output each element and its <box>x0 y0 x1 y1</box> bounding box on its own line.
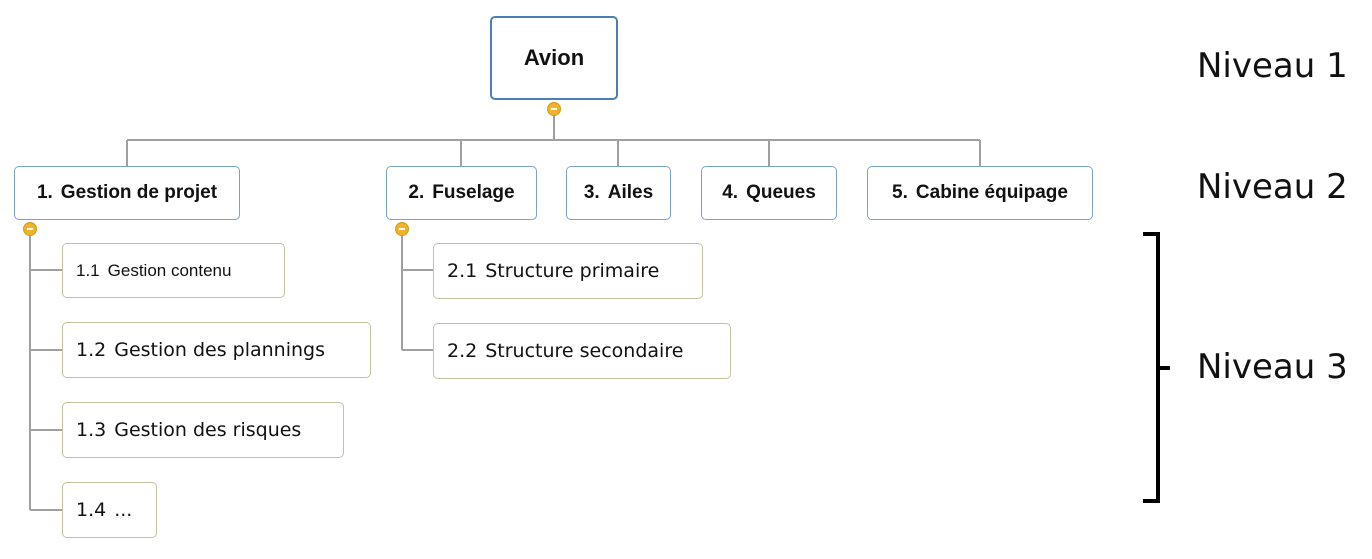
node-fuselage[interactable]: 2. Fuselage <box>386 166 537 220</box>
node-number: 1.2 <box>76 339 107 361</box>
collapse-avion-icon[interactable] <box>547 102 561 116</box>
collapse-fuselage-icon[interactable] <box>395 222 409 236</box>
node-number: 1.4 <box>76 499 107 521</box>
node-number: 2.2 <box>447 340 478 362</box>
connector-gestion-children <box>29 222 62 511</box>
node-gestion-more[interactable]: 1.4 ... <box>62 482 157 538</box>
node-label: Gestion des plannings <box>114 339 325 361</box>
node-number: 1. <box>36 182 53 203</box>
node-label: Gestion des risques <box>114 419 302 441</box>
node-gestion-de-projet[interactable]: 1. Gestion de projet <box>14 166 240 220</box>
node-label: Cabine équipage <box>915 182 1068 203</box>
node-ailes[interactable]: 3. Ailes <box>566 166 671 220</box>
node-gestion-des-risques[interactable]: 1.3 Gestion des risques <box>62 402 344 458</box>
node-structure-secondaire[interactable]: 2.2 Structure secondaire <box>433 323 731 379</box>
node-avion[interactable]: Avion <box>490 16 618 100</box>
node-label: Queues <box>746 182 816 203</box>
niveau-3-brace <box>1143 232 1170 503</box>
node-structure-primaire[interactable]: 2.1 Structure primaire <box>433 243 703 299</box>
node-number: 2. <box>408 182 425 203</box>
level-3-label: Niveau 3 <box>1197 347 1348 387</box>
node-label: Structure primaire <box>485 260 660 282</box>
node-gestion-contenu[interactable]: 1.1 Gestion contenu <box>62 243 285 298</box>
node-number: 3. <box>583 182 600 203</box>
node-label: Ailes <box>607 182 654 203</box>
node-number: 1.3 <box>76 419 107 441</box>
node-label: Gestion contenu <box>107 260 232 280</box>
connector-root-bus <box>126 102 981 166</box>
connector-fuselage-children <box>401 222 433 351</box>
node-label: Gestion de projet <box>60 182 218 203</box>
level-1-label: Niveau 1 <box>1197 46 1348 86</box>
node-number: 5. <box>892 182 908 203</box>
node-avion-label: Avion <box>523 45 585 70</box>
collapse-gestion-icon[interactable] <box>23 222 37 236</box>
node-label: Fuselage <box>432 182 515 203</box>
node-number: 2.1 <box>447 260 478 282</box>
node-label: Structure secondaire <box>485 340 684 362</box>
node-label: ... <box>114 499 133 521</box>
level-2-label: Niveau 2 <box>1197 167 1348 207</box>
node-number: 1.1 <box>76 260 100 280</box>
node-gestion-des-plannings[interactable]: 1.2 Gestion des plannings <box>62 322 371 378</box>
node-queues[interactable]: 4. Queues <box>701 166 837 220</box>
node-cabine-equipage[interactable]: 5. Cabine équipage <box>867 166 1093 220</box>
node-number: 4. <box>722 182 739 203</box>
